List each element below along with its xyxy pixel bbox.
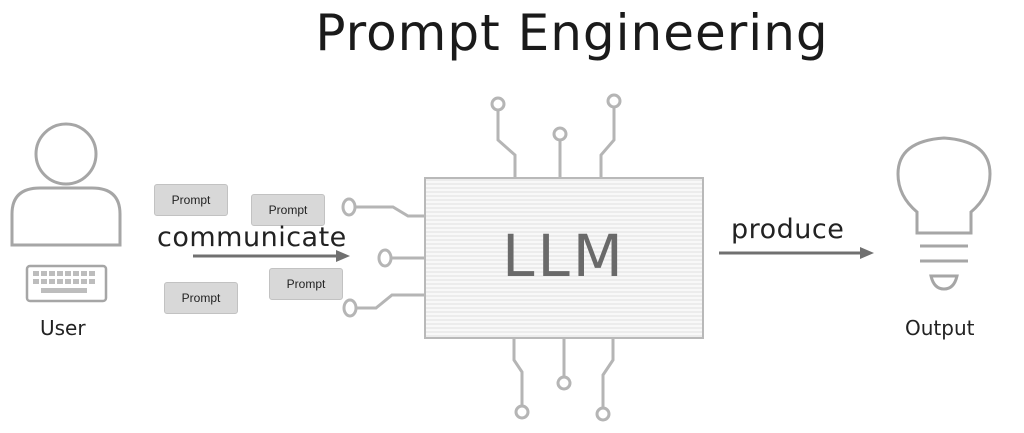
prompt-box: Prompt (269, 268, 343, 300)
prompt-box: Prompt (251, 194, 325, 226)
arrow-produce (719, 247, 874, 259)
prompt-box: Prompt (154, 184, 228, 216)
llm-label: LLM (502, 222, 626, 290)
keyboard-icon (25, 264, 108, 303)
lightbulb-icon (896, 136, 992, 291)
chip-pins-top (490, 93, 622, 177)
produce-label: produce (731, 214, 845, 245)
chip-pins-bottom (512, 339, 615, 422)
user-label: User (40, 316, 86, 340)
prompt-box: Prompt (164, 282, 238, 314)
arrow-communicate (193, 250, 350, 262)
output-label: Output (905, 316, 975, 340)
llm-box (424, 177, 704, 339)
communicate-label: communicate (157, 222, 347, 253)
diagram-title: Prompt Engineering (315, 4, 829, 62)
chip-pins-left (341, 197, 424, 318)
user-icon (10, 122, 122, 247)
